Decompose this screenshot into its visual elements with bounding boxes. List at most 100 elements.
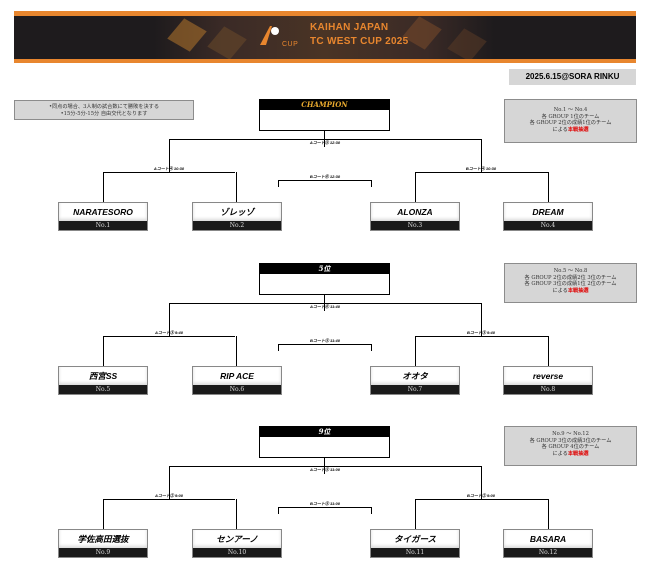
semi-right-drop-a: [415, 336, 416, 366]
semi-right-court-label: Bコート② 9:00: [466, 493, 496, 498]
final-right-drop: [481, 303, 482, 336]
semi-right-drop-b: [548, 336, 549, 366]
mid-drop-a: [278, 507, 279, 514]
rules-line-2: •15分-5分-15分 自由交代となります: [60, 110, 148, 117]
seeding-note-line-1: No.5 〜 No.8: [553, 268, 588, 274]
team-seed-number: No.11: [371, 548, 459, 557]
seeding-note-line-4: による本戦抽選: [505, 451, 636, 458]
team-seed-number: No.12: [504, 548, 592, 557]
semi-right-horizontal: [415, 172, 548, 173]
final-court-label: Aコート⑥ 11:40: [310, 304, 340, 309]
seeding-note-line-4: による本戦抽選: [505, 288, 636, 295]
final-right-drop: [481, 139, 482, 172]
semi-middle-court-label: Bコート⑥ 12:30: [309, 174, 341, 179]
mid-drop-b: [371, 344, 372, 351]
result-box-title: 5位: [260, 264, 389, 274]
seeding-note-draw: 本戦抽選: [567, 450, 589, 457]
final-court-label: Aコート⑤ 11:00: [310, 467, 340, 472]
semi-left-court-label: Aコート④ 10:30: [153, 166, 185, 171]
result-box: 5位: [259, 263, 390, 295]
final-right-drop: [481, 466, 482, 499]
team-seed-number: No.6: [193, 385, 281, 394]
semi-right-drop-b: [548, 499, 549, 529]
semi-left-horizontal: [103, 336, 235, 337]
seeding-note-line-1: No.1 〜 No.4: [553, 107, 588, 113]
semi-left-court-label: Aコート② 9:00: [154, 493, 184, 498]
final-connector: [324, 131, 325, 139]
result-box: CHAMPION: [259, 99, 390, 131]
semi-left-drop-b: [236, 172, 237, 202]
semi-middle-court-label: Bコート⑤ 11:00: [310, 501, 340, 506]
seeding-note-draw: 本戦抽選: [567, 126, 589, 133]
team-name: reverse: [504, 367, 592, 385]
result-box: 9位: [259, 426, 390, 458]
team-name: ゾレッゾ: [193, 203, 281, 221]
result-box-title: 9位: [260, 427, 389, 437]
logo-icon: [260, 26, 279, 45]
semi-left-drop-a: [103, 172, 104, 202]
semi-left-court-label: Aコート③ 9:40: [154, 330, 184, 335]
semi-right-drop-a: [415, 172, 416, 202]
seeding-note-line-4: による本戦抽選: [505, 127, 636, 134]
team-name: NARATESORO: [59, 203, 147, 221]
semi-right-court-label: Bコート④ 10:30: [465, 166, 497, 171]
team-seed-number: No.10: [193, 548, 281, 557]
team-seed-number: No.5: [59, 385, 147, 394]
team-seed-number: No.4: [504, 221, 592, 230]
final-left-drop: [169, 466, 170, 499]
team-seed-number: No.9: [59, 548, 147, 557]
semi-left-drop-a: [103, 499, 104, 529]
semi-right-drop-b: [548, 172, 549, 202]
team-seed-number: No.8: [504, 385, 592, 394]
team-name: ALONZA: [371, 203, 459, 221]
seeding-note-line-3: 各 GROUP 3位の成績1位 2位のチーム: [524, 281, 617, 288]
semi-left-horizontal: [103, 172, 235, 173]
semi-middle-court-label: Bコート⑤ 11:40: [310, 338, 340, 343]
semi-right-court-label: Bコート③ 9:40: [466, 330, 496, 335]
mid-drop-a: [278, 344, 279, 351]
final-center-tick: [324, 303, 325, 311]
team-name: DREAM: [504, 203, 592, 221]
result-box-title: CHAMPION: [260, 100, 389, 110]
logo-cup-text: CUP: [282, 41, 299, 48]
semi-left-drop-b: [236, 499, 237, 529]
mid-horizontal: [278, 180, 372, 181]
seeding-note-line-3: 各 GROUP 4位のチーム: [541, 444, 600, 451]
mid-drop-a: [278, 180, 279, 187]
banner-title-line1: KAIHAN JAPAN: [310, 22, 389, 33]
semi-left-horizontal: [103, 499, 235, 500]
team-name: オオタ: [371, 367, 459, 385]
semi-right-horizontal: [415, 336, 548, 337]
seeding-note-by: による: [552, 450, 568, 457]
banner-artwork: [154, 16, 494, 59]
seeding-note-line-2: 各 GROUP 2位の成績2位 3位のチーム: [524, 274, 617, 281]
team-seed-number: No.3: [371, 221, 459, 230]
semi-left-drop-a: [103, 336, 104, 366]
banner-title-line2: TC WEST CUP 2025: [310, 36, 409, 47]
final-horizontal: [169, 303, 481, 304]
seeding-note-line-2: 各 GROUP 3位の成績3位のチーム: [529, 437, 612, 444]
team-seed-number: No.1: [59, 221, 147, 230]
mid-horizontal: [278, 344, 372, 345]
final-horizontal: [169, 466, 481, 467]
team-seed-number: No.7: [371, 385, 459, 394]
final-connector: [324, 458, 325, 466]
seeding-note-by: による: [552, 126, 568, 133]
team-name: タイガース: [371, 530, 459, 548]
final-horizontal: [169, 139, 481, 140]
seeding-note-line-3: 各 GROUP 2位の成績1位のチーム: [529, 120, 612, 127]
final-connector: [324, 295, 325, 303]
mid-horizontal: [278, 507, 372, 508]
rules-line-1: •同点の場合、3人制の試合数にて勝敗を決する: [48, 104, 160, 110]
